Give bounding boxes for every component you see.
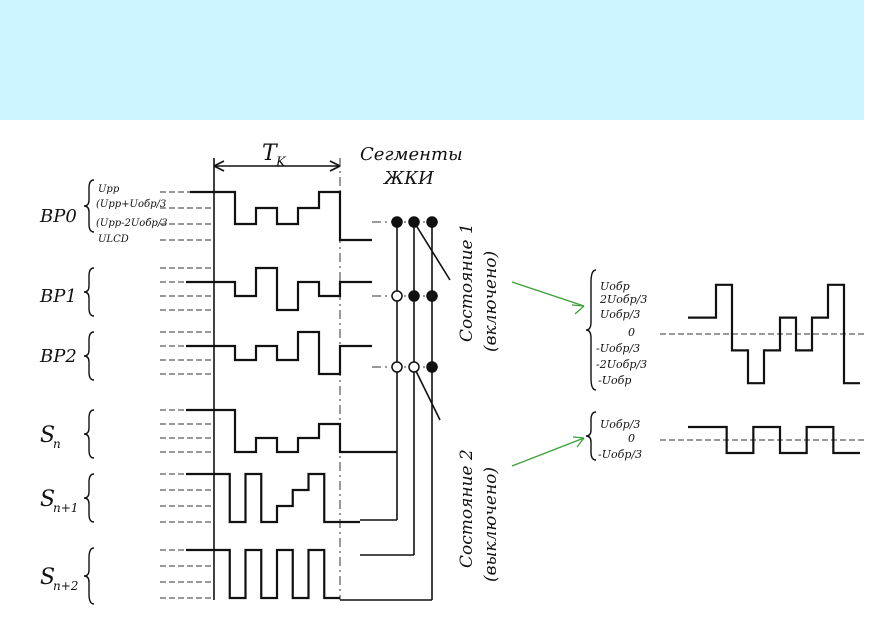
period-subscript: K [275, 155, 287, 170]
result-off-level-3: -Uобр/3 [598, 448, 642, 461]
result-on-level-6: -2Uобр/3 [596, 358, 647, 371]
result-on-levels: Uобр 2Uобр/3 Uобр/3 0 -Uобр/3 -2Uобр/3 -… [596, 280, 647, 387]
bp1-segment-dot [391, 290, 403, 302]
result-on-waveform [688, 283, 860, 385]
state-1-note: (включено) [481, 251, 501, 352]
result-arrows [511, 281, 585, 467]
signal-label-bp1: BP1 [39, 286, 77, 307]
bp0-segment-dot [408, 216, 420, 228]
result-off-brace [585, 411, 597, 461]
bp0-segment-dot [391, 216, 403, 228]
header-banner [0, 0, 864, 120]
segment-dots [391, 216, 438, 373]
bp0-level-2: (Uрр+Uобр/3 [96, 199, 166, 210]
bp1-segment-dot [408, 290, 420, 302]
signal-label-bp2: BP2 [39, 346, 77, 367]
result-on-level-3: Uобр/3 [600, 308, 640, 321]
signal-sub-sn: n [53, 437, 61, 451]
result-on-level-2: 2Uобр/3 [599, 293, 647, 306]
state-2-title: Состояние 2 [457, 449, 477, 568]
signal-sub-sn2: n+2 [53, 579, 78, 593]
sn1-waveform [186, 472, 360, 524]
segments-title-line2: ЖКИ [382, 168, 434, 189]
bp1-segment-dot [426, 290, 438, 302]
bp0-level-4: ULCD [98, 234, 129, 245]
bp2-segment-dot [426, 361, 438, 373]
bp0-level-labels: Uрр (Uрр+Uобр/3 (Uрр-2Uобр/3 ULCD [96, 184, 168, 245]
bp0-segment-dot [426, 216, 438, 228]
signal-sub-sn1: n+1 [53, 501, 78, 515]
sn-waveform [186, 408, 397, 454]
signal-label-sn: S [40, 423, 55, 448]
segments-title-line1: Сегменты [360, 144, 463, 165]
signal-label-sn1: S [40, 487, 55, 512]
result-off-level-2: 0 [628, 432, 635, 445]
state-1-title: Состояние 1 [457, 223, 477, 342]
signal-labels: BP0 BP1 BP2 S n S n+1 S n+2 [39, 179, 95, 605]
result-off-waveform [688, 425, 860, 455]
level-guides [160, 191, 864, 599]
signal-label-sn2: S [40, 565, 55, 590]
bp0-waveform [190, 190, 372, 242]
result-on-brace [585, 269, 597, 391]
result-off-levels: Uобр/3 0 -Uобр/3 [598, 418, 642, 461]
bp0-level-3: (Uрр-2Uобр/3 [96, 218, 168, 229]
sn2-waveform [186, 548, 340, 600]
state-2-note: (выключено) [481, 467, 501, 582]
period-label: T [262, 141, 279, 166]
result-on-level-4: 0 [628, 326, 635, 339]
bp0-level-1: Uрр [98, 184, 120, 195]
signal-label-bp0: BP0 [39, 206, 77, 227]
result-on-level-1: Uобр [600, 280, 630, 293]
result-off-level-1: Uобр/3 [600, 418, 640, 431]
waveforms [186, 190, 860, 600]
bp2-segment-dot [391, 361, 403, 373]
period-marker: T K [213, 141, 341, 600]
bp2-waveform [186, 330, 372, 376]
bp1-waveform [186, 266, 372, 312]
result-on-level-5: -Uобр/3 [596, 342, 640, 355]
bp2-segment-dot [408, 361, 420, 373]
segment-bus [340, 221, 451, 601]
result-on-level-7: -Uобр [598, 374, 631, 387]
